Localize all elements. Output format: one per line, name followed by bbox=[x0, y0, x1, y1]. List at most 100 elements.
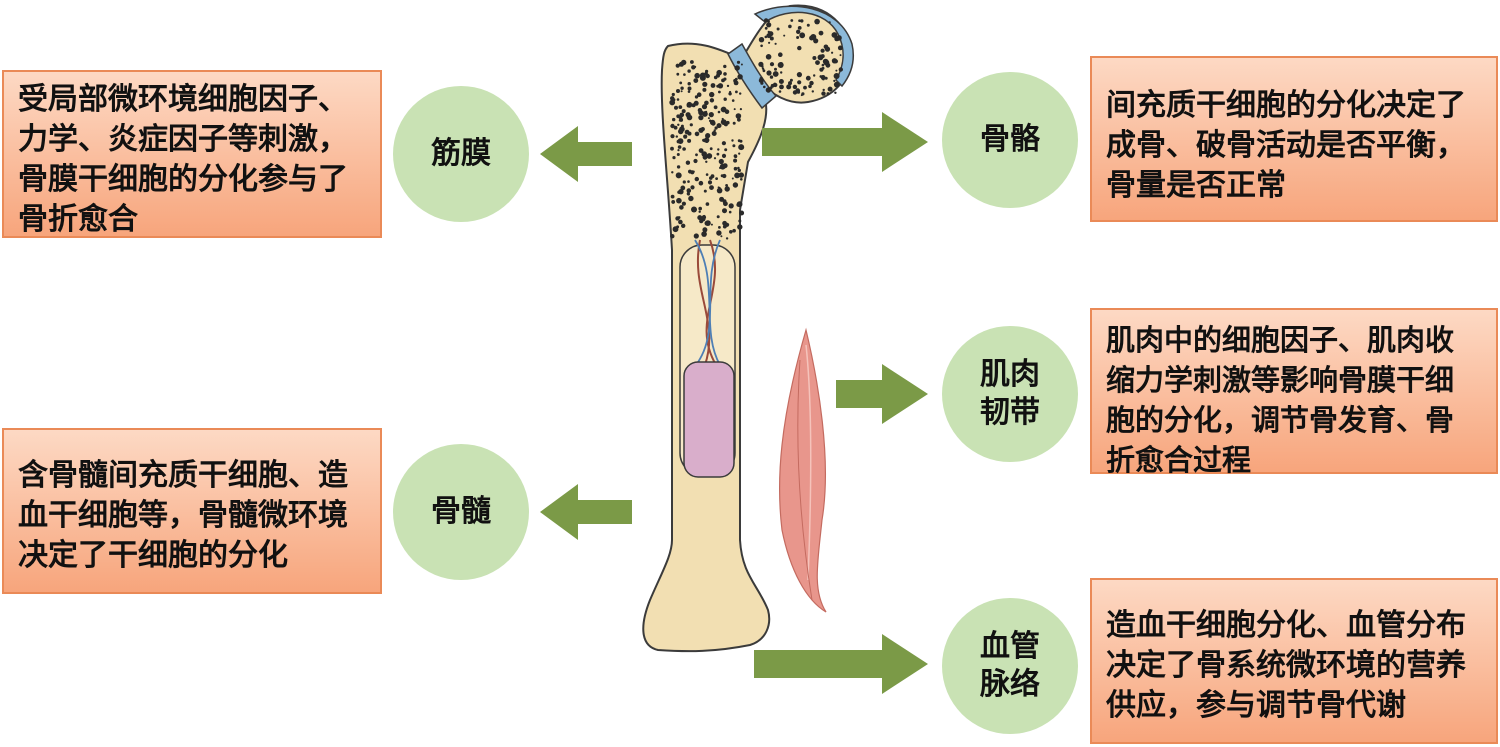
fascia-line-3: 骨膜干细胞的分化参与了 bbox=[18, 162, 348, 197]
spongy-dot bbox=[778, 52, 783, 57]
spongy-dot bbox=[769, 75, 774, 79]
spongy-dot bbox=[709, 98, 715, 103]
spongy-dot bbox=[733, 80, 739, 86]
spongy-dot bbox=[732, 144, 736, 148]
spongy-dot bbox=[698, 206, 702, 211]
spongy-dot bbox=[833, 81, 840, 88]
spongy-dot bbox=[790, 19, 794, 22]
spongy-dot bbox=[694, 65, 697, 68]
spongy-dot bbox=[698, 210, 701, 213]
spongy-dot bbox=[819, 75, 823, 78]
spongy-dot bbox=[676, 98, 680, 101]
spongy-dot bbox=[690, 60, 694, 64]
spongy-dot bbox=[705, 173, 709, 176]
spongy-dot bbox=[738, 152, 741, 155]
spongy-dot bbox=[718, 158, 724, 165]
spongy-dot bbox=[683, 134, 688, 139]
spongy-dot bbox=[779, 84, 784, 90]
spongy-dot bbox=[838, 67, 843, 72]
spongy-dot bbox=[718, 226, 721, 229]
spongy-dot bbox=[763, 85, 766, 89]
spongy-dot bbox=[805, 75, 811, 81]
spongy-dot bbox=[722, 208, 727, 214]
spongy-dot bbox=[672, 117, 676, 122]
spongy-dot bbox=[774, 67, 777, 71]
spongy-dot bbox=[690, 170, 695, 175]
spongy-dot bbox=[822, 58, 829, 65]
spongy-dot bbox=[833, 59, 839, 64]
spongy-dot bbox=[814, 18, 820, 25]
spongy-dot bbox=[707, 180, 713, 185]
spongy-dot bbox=[698, 180, 704, 186]
spongy-dot bbox=[710, 83, 716, 88]
spongy-dot bbox=[709, 147, 713, 151]
spongy-dot bbox=[723, 122, 728, 127]
spongy-dot bbox=[678, 219, 683, 225]
spongy-dot bbox=[739, 108, 743, 111]
spongy-dot bbox=[675, 135, 678, 138]
spongy-dot bbox=[713, 157, 717, 160]
spongy-dot bbox=[732, 228, 736, 233]
spongy-dot bbox=[780, 71, 783, 74]
spongy-dot bbox=[768, 31, 774, 37]
spongy-dot bbox=[764, 35, 768, 39]
spongy-dot bbox=[687, 82, 691, 86]
spongy-dot bbox=[837, 45, 843, 51]
spongy-dot bbox=[797, 80, 802, 85]
growth-plate bbox=[727, 42, 778, 110]
spongy-dot bbox=[719, 196, 725, 202]
spongy-dot bbox=[733, 158, 738, 163]
fascia-label: 筋膜 bbox=[431, 136, 491, 171]
spongy-dot bbox=[705, 110, 708, 113]
spongy-dot bbox=[726, 120, 730, 125]
spongy-dot bbox=[699, 72, 706, 79]
bone-marrow-block bbox=[683, 361, 735, 478]
spongy-dot bbox=[726, 84, 730, 88]
spongy-dot bbox=[783, 34, 786, 37]
spongy-dot bbox=[811, 90, 814, 93]
spongy-dot bbox=[676, 153, 680, 156]
spongy-dot bbox=[818, 30, 824, 36]
muscle-line-2: 缩力学刺激等影响骨膜干细 bbox=[1106, 363, 1455, 397]
spongy-dot bbox=[736, 60, 741, 64]
spongy-dot bbox=[681, 109, 686, 114]
spongy-dot bbox=[725, 237, 729, 240]
spongy-dot bbox=[834, 91, 837, 95]
spongy-dot bbox=[728, 210, 732, 214]
spongy-dot bbox=[717, 110, 721, 114]
spongy-dot bbox=[822, 77, 825, 81]
spongy-dot bbox=[737, 166, 740, 170]
spongy-dot bbox=[679, 126, 685, 132]
spongy-dot bbox=[765, 54, 772, 60]
spongy-dot bbox=[676, 197, 682, 204]
spongy-dot bbox=[828, 21, 831, 24]
spongy-dot bbox=[792, 90, 798, 95]
spongy-dot bbox=[758, 61, 764, 67]
spongy-dot bbox=[695, 153, 698, 157]
spongy-dot bbox=[792, 84, 798, 90]
spongy-dot bbox=[682, 180, 686, 184]
spongy-dot bbox=[733, 166, 738, 171]
spongy-dot bbox=[732, 121, 736, 125]
spongy-dot bbox=[776, 27, 780, 31]
spongy-dot bbox=[774, 42, 777, 45]
spongy-dot bbox=[788, 81, 792, 86]
spongy-dot bbox=[705, 73, 710, 79]
spongy-dot bbox=[734, 172, 740, 179]
spongy-dot bbox=[764, 26, 768, 30]
spongy-dot bbox=[731, 177, 734, 180]
muscle-fiber-2 bbox=[797, 359, 813, 601]
spongy-dot bbox=[686, 104, 691, 108]
spongy-dot bbox=[797, 26, 802, 30]
arrow-to-marrow bbox=[540, 484, 632, 540]
spongy-dot bbox=[680, 90, 683, 93]
spongy-dot bbox=[673, 125, 678, 130]
spongy-dot bbox=[703, 214, 706, 218]
bone-label: 骨骼 bbox=[980, 122, 1040, 157]
spongy-dot bbox=[718, 90, 721, 94]
spongy-dot bbox=[670, 234, 675, 239]
spongy-dot bbox=[705, 133, 711, 139]
spongy-dot bbox=[778, 90, 782, 93]
spongy-dot bbox=[739, 92, 742, 95]
